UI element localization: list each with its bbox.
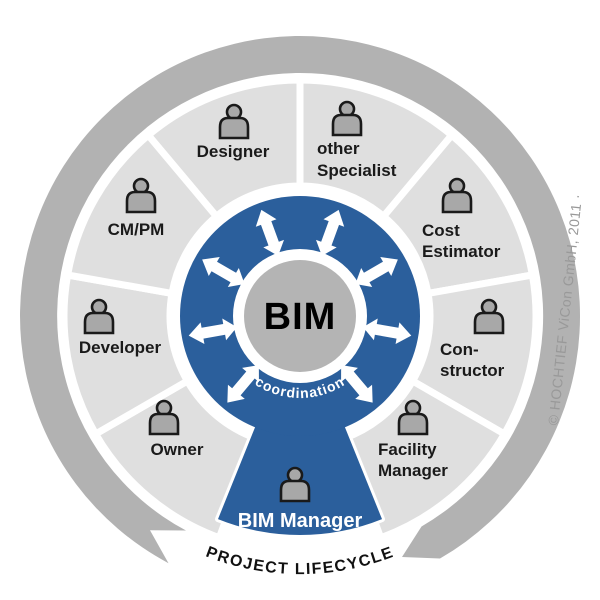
bim-center-label: BIM bbox=[264, 296, 337, 338]
project-lifecycle-label: PROJECT LIFECYCLE bbox=[204, 544, 397, 578]
double-arrow-icon bbox=[341, 365, 373, 403]
label-cost-estimator-line2: Estimator bbox=[422, 242, 501, 261]
double-arrow-icon bbox=[188, 318, 237, 345]
sector-cm-pm bbox=[64, 131, 220, 297]
label-other-specialist-line1: other bbox=[317, 139, 360, 158]
label-other-specialist-line2: Specialist bbox=[317, 161, 397, 180]
double-arrow-icon bbox=[255, 209, 285, 256]
coordination-arrows bbox=[188, 209, 412, 403]
sector-facility-manager bbox=[341, 377, 508, 542]
label-facility-manager-line2: Manager bbox=[378, 461, 448, 480]
double-arrow-icon bbox=[202, 256, 245, 288]
label-cm-pm: CM/PM bbox=[108, 220, 165, 239]
label-constructor-line1: Con- bbox=[440, 340, 479, 359]
double-arrow-icon bbox=[227, 365, 259, 403]
label-constructor-line2: structor bbox=[440, 361, 505, 380]
bim-manager-label: BIM Manager bbox=[238, 510, 363, 532]
label-designer: Designer bbox=[197, 142, 270, 161]
label-owner: Owner bbox=[151, 440, 204, 459]
center-circle bbox=[244, 260, 356, 372]
label-cost-estimator-line1: Cost bbox=[422, 221, 460, 240]
double-arrow-icon bbox=[315, 209, 345, 256]
double-arrow-icon bbox=[355, 256, 398, 288]
label-developer: Developer bbox=[79, 338, 162, 357]
label-facility-manager-line1: Facility bbox=[378, 440, 437, 459]
double-arrow-icon bbox=[363, 318, 412, 345]
